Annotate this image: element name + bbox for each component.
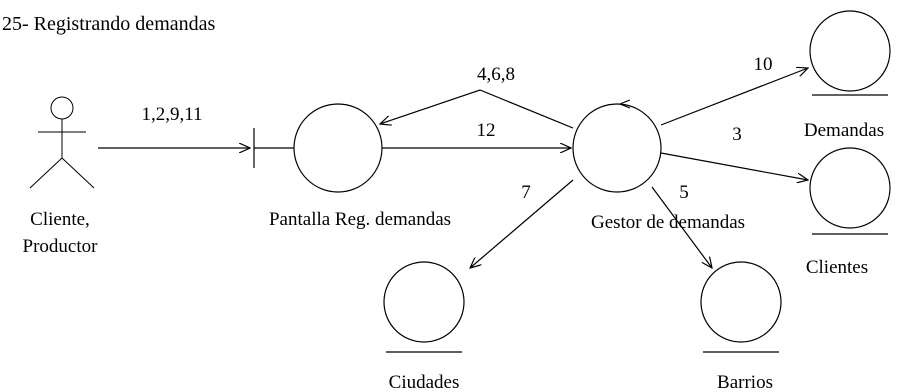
message-control-to-barrios — [651, 186, 712, 268]
message-label-actor-to-boundary: 1,2,9,11 — [141, 104, 202, 125]
actor-icon — [29, 96, 95, 189]
message-label-control-to-clientes: 3 — [732, 124, 742, 145]
control-icon — [572, 99, 662, 193]
boundary-label: Pantalla Reg. demandas — [269, 209, 451, 230]
actor-label-line2: Productor — [23, 236, 99, 257]
message-label-control-to-barrios: 5 — [679, 182, 689, 203]
entity-demandas-label: Demandas — [804, 120, 884, 141]
message-control-to-clientes — [660, 152, 808, 180]
message-label-control-to-boundary: 4,6,8 — [477, 64, 515, 85]
entity-ciudades-icon — [383, 261, 465, 353]
message-label-control-to-demandas: 10 — [754, 54, 773, 75]
actor-label-line1: Cliente, — [30, 209, 90, 230]
entity-barrios-icon — [700, 261, 782, 353]
control-label: Gestor de demandas — [591, 212, 745, 233]
entity-barrios-label: Barrios — [717, 372, 773, 392]
entity-clientes-label: Clientes — [806, 257, 868, 278]
boundary-icon — [253, 103, 383, 193]
message-label-boundary-to-control: 12 — [477, 120, 496, 141]
message-control-to-ciudades — [470, 179, 574, 268]
message-label-control-to-ciudades: 7 — [521, 182, 531, 203]
entity-demandas-icon — [809, 10, 891, 96]
message-control-to-boundary — [380, 89, 574, 129]
message-control-to-demandas — [660, 68, 808, 126]
entity-ciudades-label: Ciudades — [389, 372, 460, 392]
entity-clientes-icon — [809, 147, 891, 235]
diagram-title: 25- Registrando demandas — [2, 13, 215, 35]
